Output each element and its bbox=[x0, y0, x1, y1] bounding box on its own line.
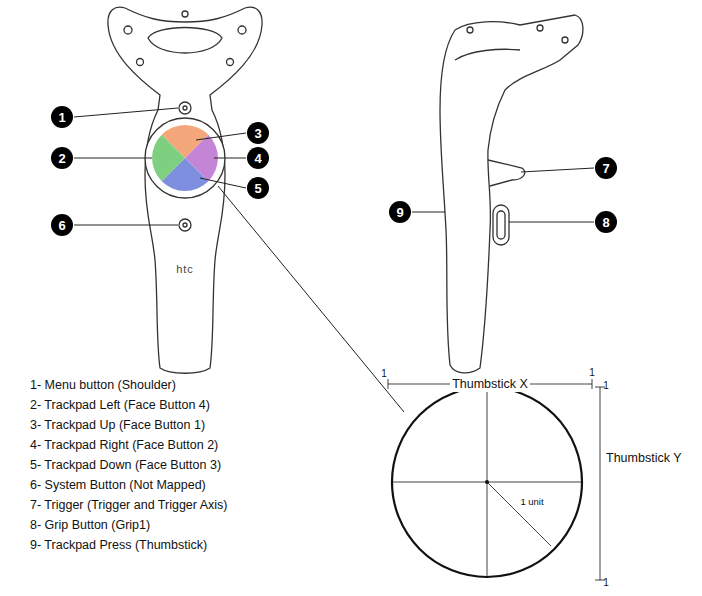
legend-item: 2- Trackpad Left (Face Button 4) bbox=[30, 398, 210, 413]
callout-number: 2 bbox=[51, 147, 73, 169]
callout-number-text: 3 bbox=[254, 126, 261, 141]
callout-number: 9 bbox=[389, 201, 411, 223]
callout-number-text: 8 bbox=[602, 215, 609, 230]
callout-number: 4 bbox=[247, 147, 269, 169]
callout-number: 6 bbox=[51, 214, 73, 236]
legend-item: 3- Trackpad Up (Face Button 1) bbox=[30, 418, 205, 433]
callout-number-text: 7 bbox=[602, 161, 609, 176]
callout-number: 7 bbox=[595, 157, 617, 179]
callout-number: 5 bbox=[247, 177, 269, 199]
callout-number: 8 bbox=[595, 211, 617, 233]
axis-label: Thumbstick X bbox=[450, 377, 530, 392]
legend-item: 5- Trackpad Down (Face Button 3) bbox=[30, 458, 221, 473]
legend-item: 9- Trackpad Press (Thumbstick) bbox=[30, 538, 207, 553]
tick-label: 1 bbox=[381, 368, 387, 380]
legend-item: 4- Trackpad Right (Face Button 2) bbox=[30, 438, 218, 453]
tick-label: 1 bbox=[603, 577, 609, 589]
callout-number-text: 6 bbox=[58, 218, 65, 233]
legend-item: 6- System Button (Not Mapped) bbox=[30, 478, 206, 493]
callout-number-text: 5 bbox=[254, 181, 261, 196]
legend-item: 7- Trigger (Trigger and Trigger Axis) bbox=[30, 498, 228, 513]
legend-item: 8- Grip Button (Grip1) bbox=[30, 518, 150, 533]
callout-number-text: 4 bbox=[254, 151, 261, 166]
axis-label: Thumbstick Y bbox=[606, 451, 682, 466]
callout-number-text: 9 bbox=[396, 205, 403, 220]
dimension-label: 1 unit bbox=[518, 496, 545, 507]
tick-label: 1 bbox=[589, 367, 595, 379]
logo-text: htc bbox=[176, 263, 194, 276]
callout-number: 1 bbox=[51, 106, 73, 128]
legend-item: 1- Menu button (Shoulder) bbox=[30, 378, 176, 393]
callout-number-text: 1 bbox=[58, 110, 65, 125]
tick-label: 1 bbox=[603, 380, 609, 392]
callout-number-text: 2 bbox=[58, 151, 65, 166]
callout-number: 3 bbox=[247, 122, 269, 144]
